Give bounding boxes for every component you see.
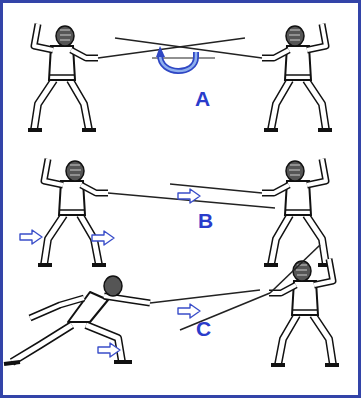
panel-letter: B [198, 210, 213, 231]
panel-letter: A [195, 88, 210, 109]
panel-letter: C [196, 318, 211, 339]
